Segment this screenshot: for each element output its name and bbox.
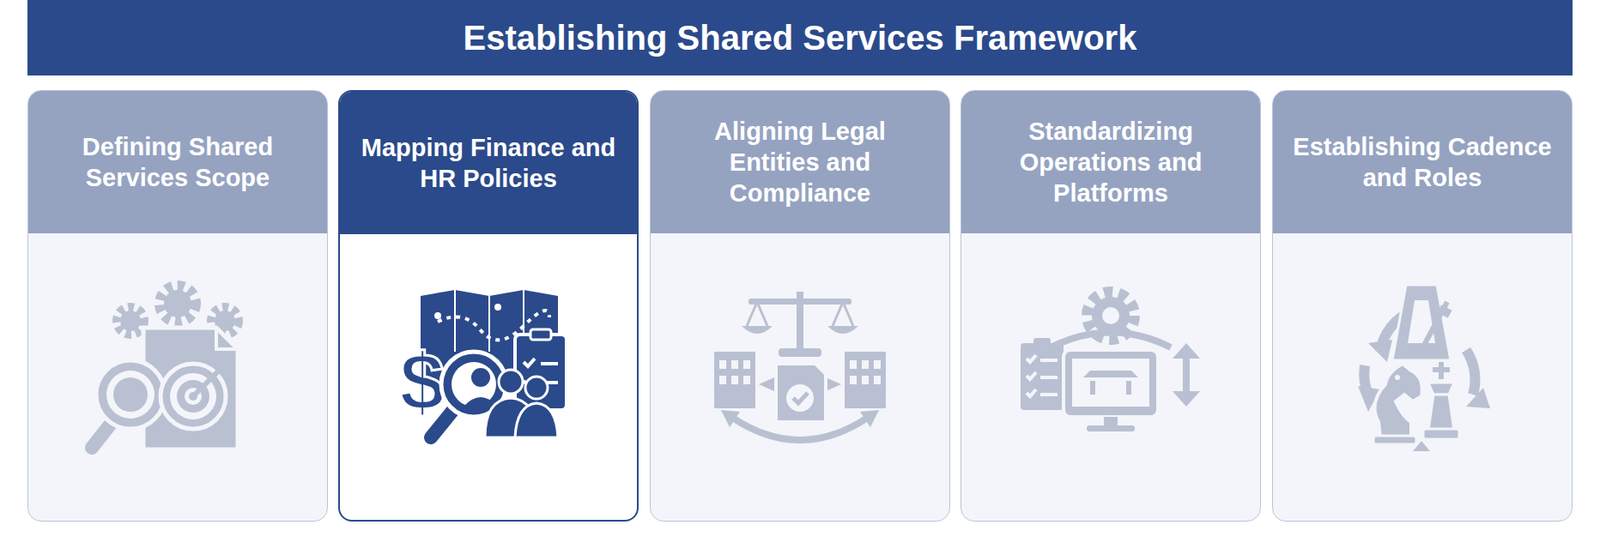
dollar-glyph: $ (400, 336, 446, 428)
card-header: Mapping Finance and HR Policies (339, 91, 637, 235)
card-ground (961, 90, 1261, 522)
step-card: Establishing Cadence and Roles (1272, 90, 1573, 522)
step-card: Aligning Legal Entities and Compliance (649, 90, 951, 522)
step-card: Mapping Finance and HR Policies (338, 90, 639, 522)
platform-icon (1020, 292, 1200, 432)
card-heading: Standardizing Operations and Platforms (978, 115, 1243, 209)
card-heading: Mapping Finance and HR Policies (357, 132, 620, 194)
card-ground (339, 90, 638, 522)
mapping-icon: $ (400, 290, 567, 438)
legal-icon (714, 291, 886, 441)
title-bar: Establishing Shared Services Framework (27, 0, 1573, 76)
step-card: Standardizing Operations and Platforms (960, 90, 1261, 522)
card-ground (28, 90, 328, 522)
card-heading: Defining Shared Services Scope (45, 131, 310, 194)
card-header: Defining Shared Services Scope (28, 90, 328, 234)
card-header: Establishing Cadence and Roles (1272, 90, 1572, 234)
step-card: Defining Shared Services Scope (27, 90, 328, 522)
card-header: Aligning Legal Entities and Compliance (650, 90, 950, 234)
cadence-icon (1357, 284, 1491, 452)
card-heading: Establishing Cadence and Roles (1290, 131, 1555, 194)
title-text: Establishing Shared Services Framework (463, 18, 1138, 58)
scope-icon (91, 285, 239, 450)
card-ground (650, 90, 950, 522)
card-header: Standardizing Operations and Platforms (961, 90, 1261, 234)
card-heading: Aligning Legal Entities and Compliance (667, 115, 933, 209)
card-ground (1272, 90, 1572, 522)
